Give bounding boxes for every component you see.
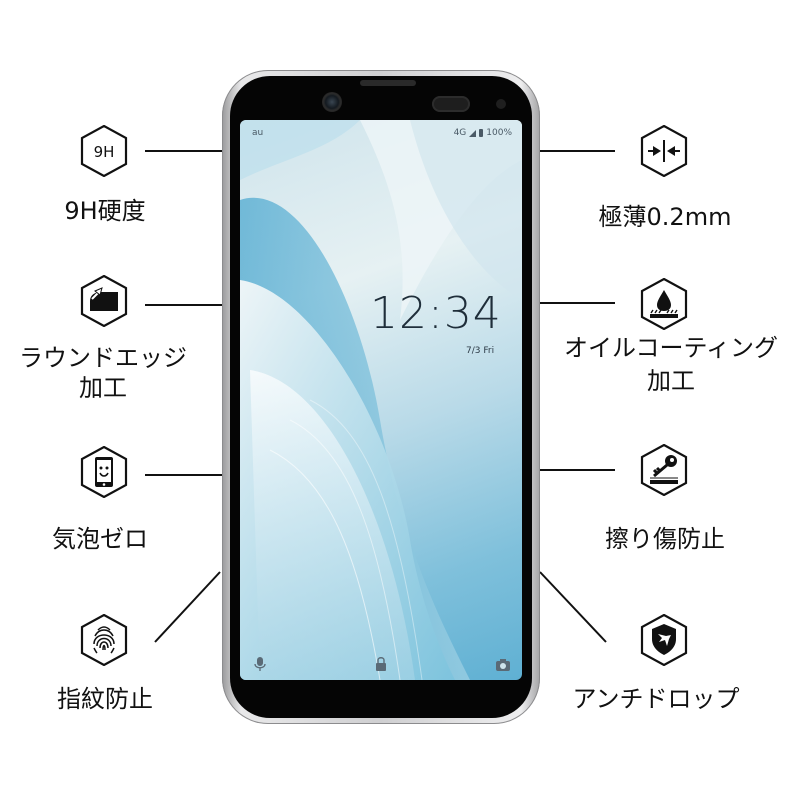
smartphone: au 4G 100% 12:34 7/3 Fri [222,70,540,724]
camera-icon[interactable] [495,658,511,672]
key-scratch-icon [640,444,688,496]
carrier-label: au [252,128,264,138]
signal-icon [469,129,477,137]
feature-label-hardness: 9H硬度 [64,197,146,225]
wallpaper [240,120,522,680]
svg-text:9H: 9H [94,143,115,161]
feature-label-fingerprint: 指紋防止 [57,685,153,713]
smiley-phone-icon [80,446,128,498]
speaker-grille [432,96,470,112]
oil-drop-icon [640,278,688,330]
fingerprint-icon [80,614,128,666]
round-edge-icon [80,275,128,327]
lock-icon[interactable] [375,656,387,672]
battery-icon [479,129,484,137]
earpiece [360,80,416,86]
9h-hardness-icon: 9H [80,125,128,177]
feature-label-thin: 極薄0.2mm [598,203,732,231]
thin-arrows-icon [640,125,688,177]
feature-label-bubble-free: 気泡ゼロ [52,525,148,553]
lock-screen-clock: 12:34 [370,288,502,339]
feature-label-oil-coating-line2: 加工 [647,367,695,395]
shield-drop-icon [640,614,688,666]
feature-label-round-edge-line2: 加工 [79,374,127,402]
status-bar-right: 4G 100% [454,128,512,138]
lock-screen-date: 7/3 Fri [466,346,495,356]
feature-label-round-edge-line1: ラウンドエッジ [19,344,187,372]
network-type: 4G [453,128,467,138]
feature-label-scratch: 擦り傷防止 [605,525,725,553]
battery-level: 100% [486,128,512,138]
phone-bezel: au 4G 100% 12:34 7/3 Fri [230,76,532,718]
feature-label-drop: アンチドロップ [572,685,740,713]
phone-lock-screen: au 4G 100% 12:34 7/3 Fri [240,120,522,680]
proximity-sensor [496,99,506,109]
microphone-icon[interactable] [254,656,266,672]
feature-label-oil-coating-line1: オイルコーティング [563,334,779,362]
front-camera-icon [322,92,342,112]
